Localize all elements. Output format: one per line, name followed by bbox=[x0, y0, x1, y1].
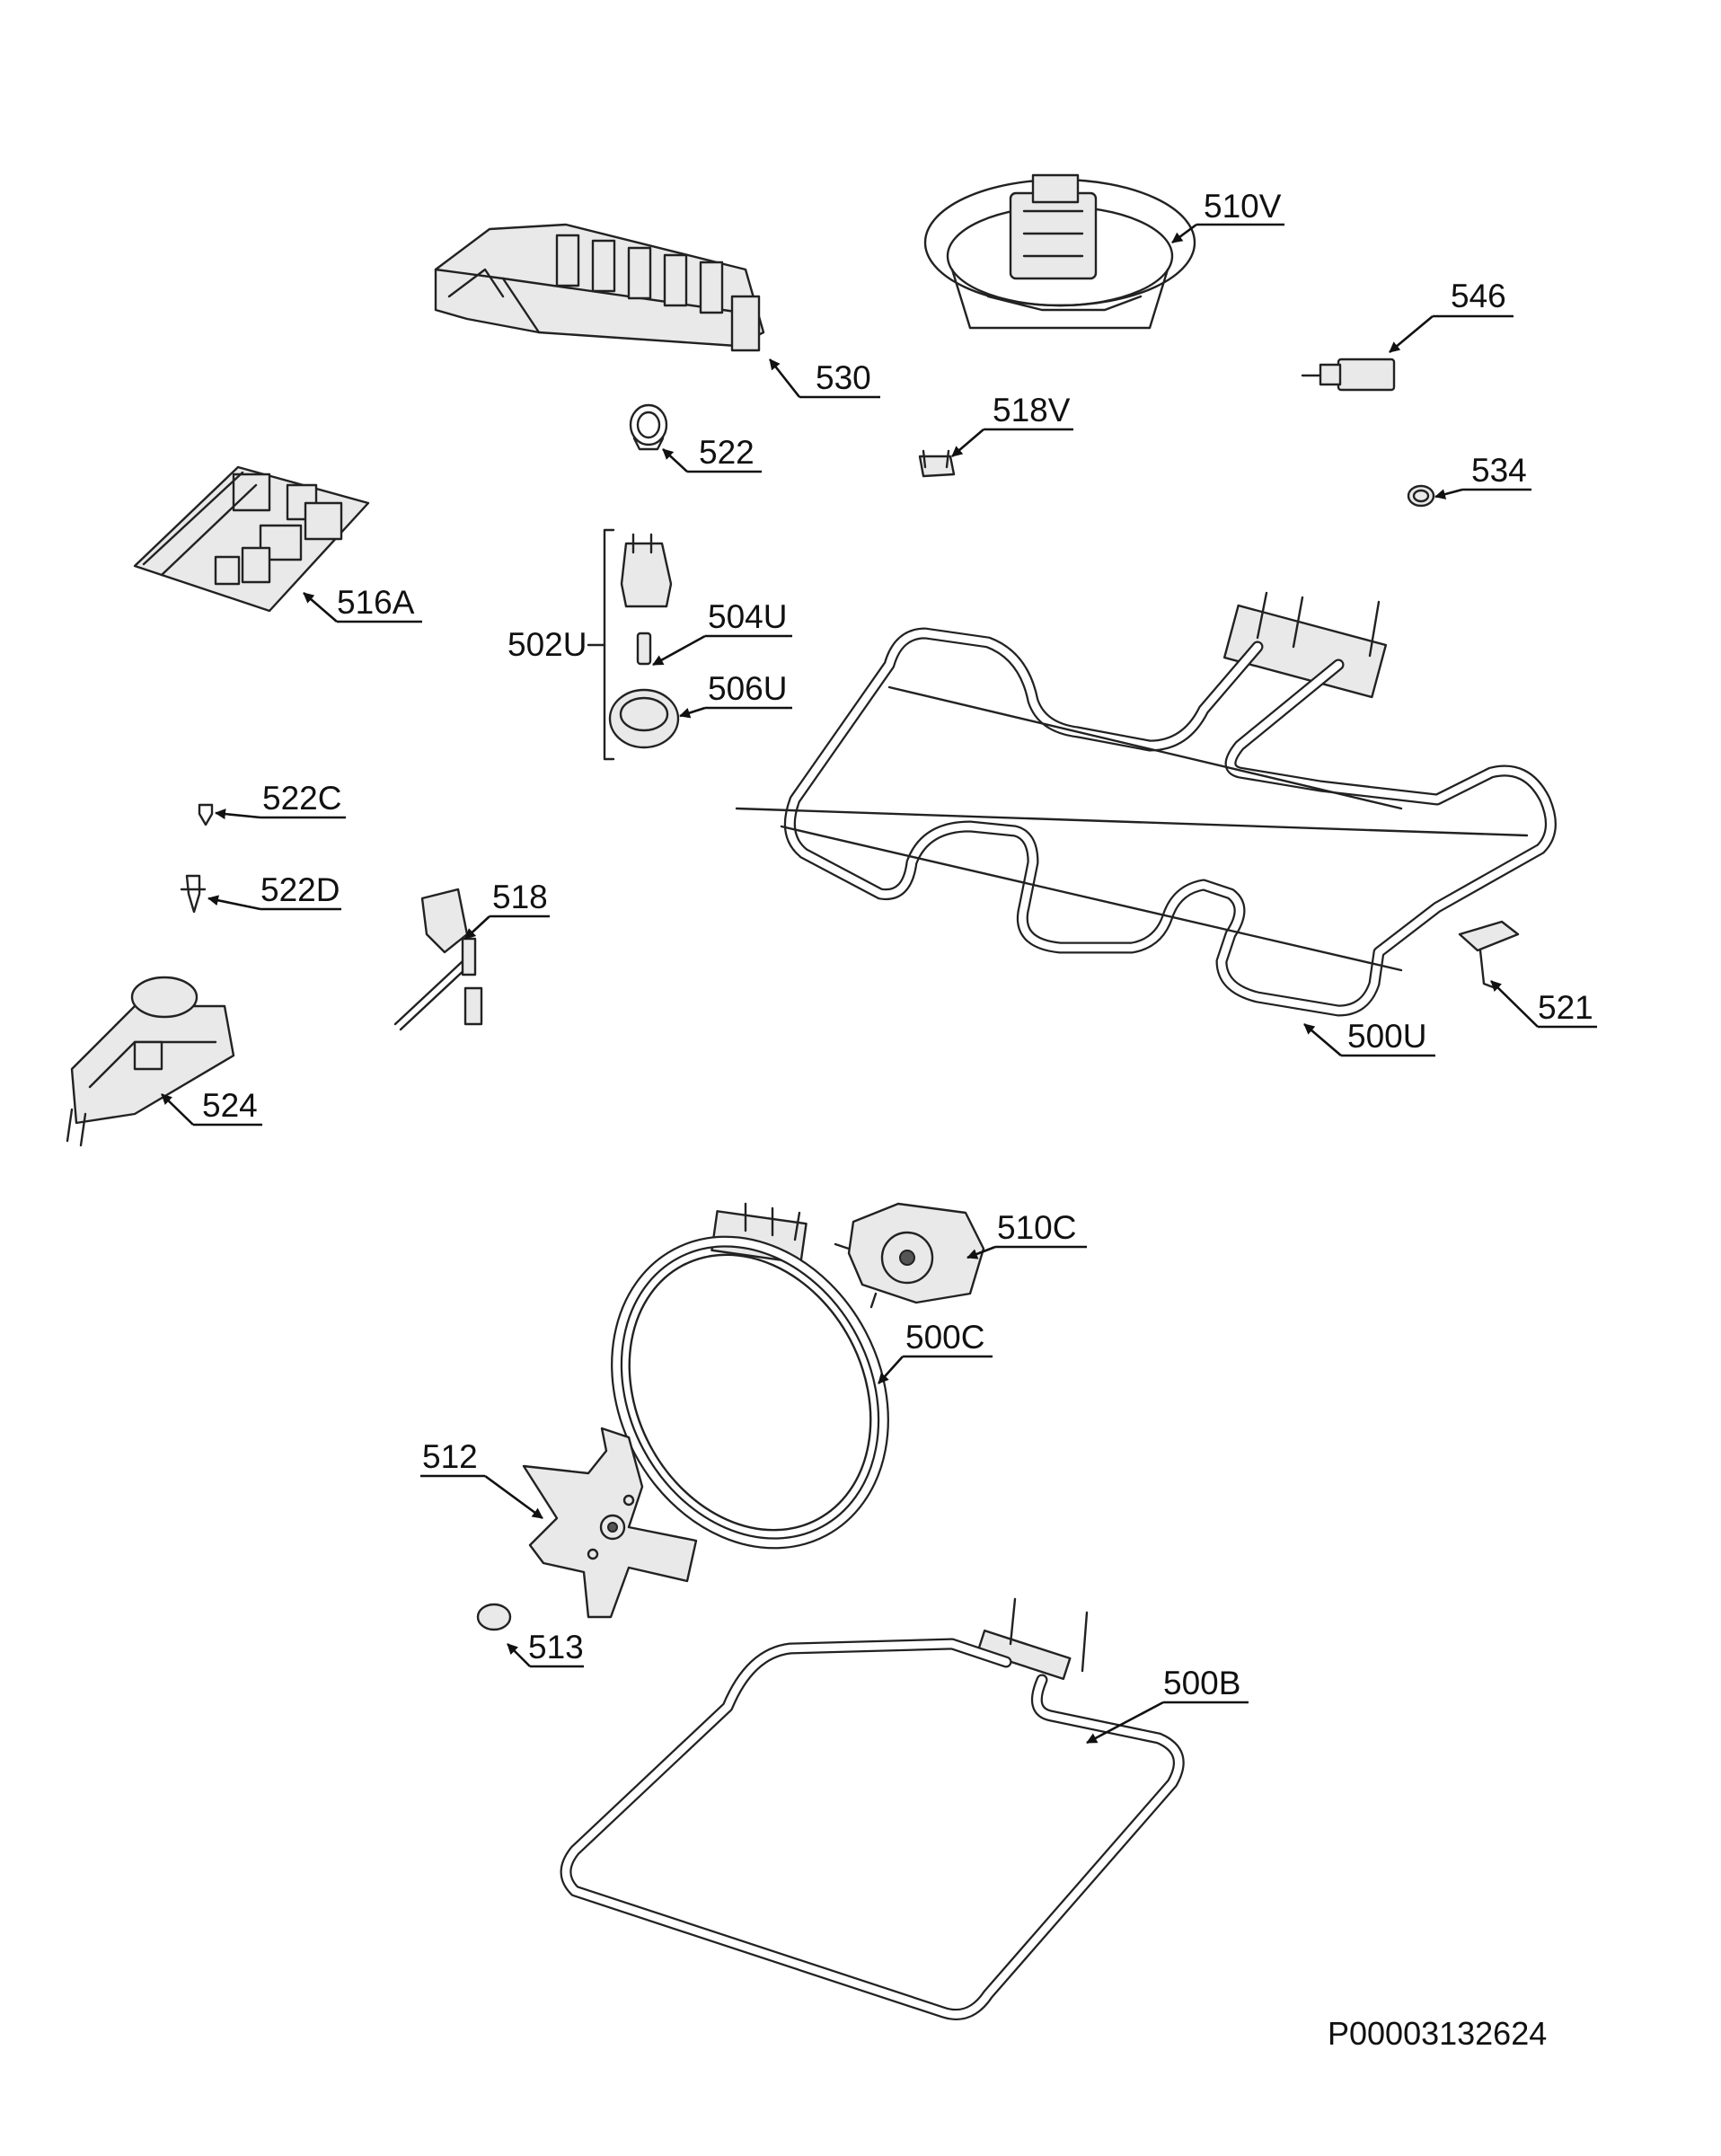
callout-522C: 522C bbox=[262, 780, 341, 817]
callout-524: 524 bbox=[202, 1087, 258, 1124]
callout-500B: 500B bbox=[1163, 1665, 1240, 1701]
part-512-fan-blade bbox=[522, 1427, 698, 1619]
part-500U-grill-element bbox=[735, 591, 1557, 1017]
callout-518: 518 bbox=[492, 879, 548, 915]
callout-546: 546 bbox=[1451, 278, 1506, 314]
part-513-nut bbox=[476, 1603, 512, 1631]
callout-534: 534 bbox=[1471, 452, 1527, 489]
part-500B-bottom-element bbox=[560, 1597, 1185, 2020]
callout-504U: 504U bbox=[708, 598, 787, 635]
part-510C-fan-motor bbox=[834, 1202, 985, 1309]
callout-518V: 518V bbox=[993, 392, 1071, 429]
part-534-lamp-glass bbox=[1407, 484, 1435, 508]
callout-530: 530 bbox=[816, 359, 871, 396]
part-500C-circular-element bbox=[611, 1202, 889, 1550]
part-522C-screw bbox=[198, 803, 214, 826]
callout-510C: 510C bbox=[997, 1209, 1076, 1246]
part-510V-cooling-fan bbox=[923, 173, 1196, 330]
diagram-reference-number: P00003132624 bbox=[1328, 2015, 1547, 2052]
part-521-bracket bbox=[1458, 920, 1520, 990]
part-524-door-lock bbox=[66, 976, 235, 1147]
part-530-terminal-block bbox=[434, 223, 765, 352]
callout-512: 512 bbox=[422, 1438, 478, 1475]
part-518V-thermal-fuse bbox=[918, 449, 956, 478]
callout-513: 513 bbox=[528, 1629, 584, 1666]
callout-500C: 500C bbox=[905, 1319, 984, 1356]
callout-510V: 510V bbox=[1204, 188, 1282, 225]
callout-leaders bbox=[161, 223, 1597, 1745]
callout-500U: 500U bbox=[1347, 1018, 1426, 1055]
callout-506U: 506U bbox=[708, 670, 787, 707]
part-522D-screw bbox=[180, 874, 207, 914]
part-522-lamp-holder bbox=[629, 403, 668, 451]
callout-521: 521 bbox=[1538, 989, 1593, 1026]
part-502U-lamp-assembly bbox=[587, 528, 680, 761]
part-518-temperature-sensor bbox=[393, 888, 483, 1031]
callout-516A: 516A bbox=[337, 584, 415, 621]
callout-522D: 522D bbox=[260, 871, 340, 908]
part-516A-control-board bbox=[133, 465, 370, 613]
part-546-switch bbox=[1301, 358, 1396, 392]
callout-502U: 502U bbox=[507, 626, 587, 663]
callout-522: 522 bbox=[699, 434, 755, 471]
